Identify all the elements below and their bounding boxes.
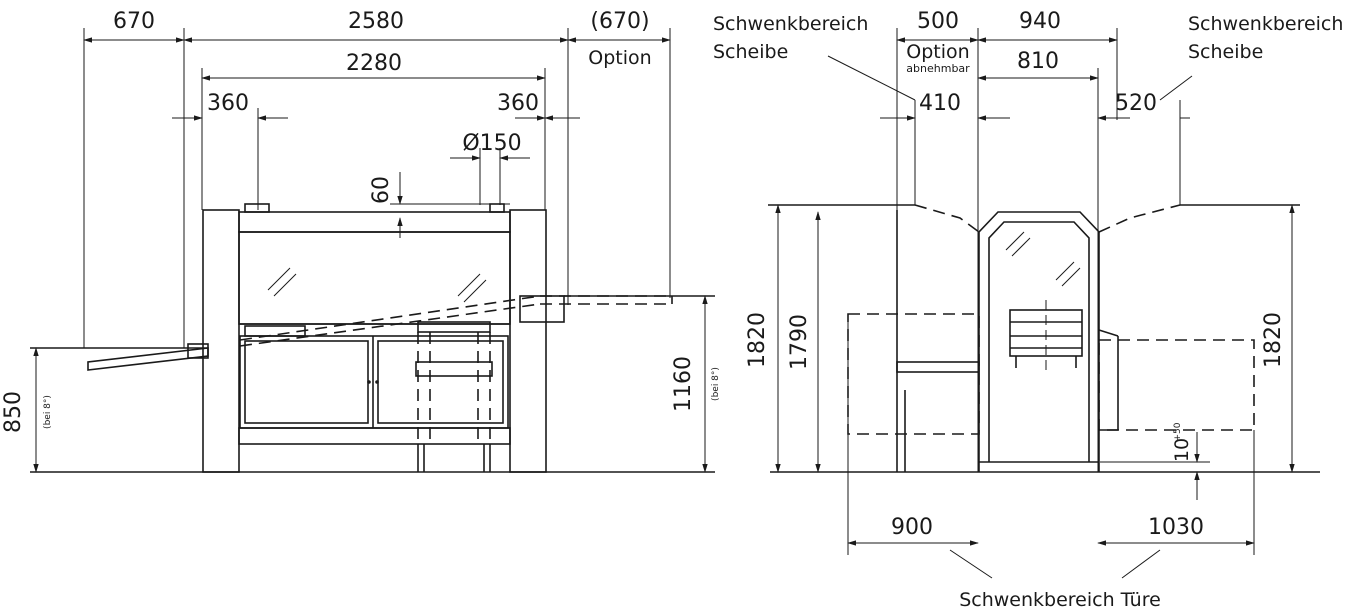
dim-810: 810 — [1017, 49, 1059, 74]
dim-10-tolerance: +50 — [1173, 422, 1183, 441]
dim-940: 940 — [1019, 9, 1061, 34]
dim-1820-left: 1820 — [745, 312, 770, 368]
dim-850: 850 — [1, 391, 26, 433]
swing-disc-left-line1: Schwenkbereich — [713, 13, 868, 35]
dim-60: 60 — [369, 176, 394, 204]
dim-520: 520 — [1115, 91, 1157, 116]
dim-670-right: (670) — [590, 9, 649, 34]
dim-1820-right: 1820 — [1261, 312, 1286, 368]
dim-360-right: 360 — [497, 91, 539, 116]
dim-850-note: (bei 8°) — [43, 395, 53, 429]
dim-10: 10 — [1171, 438, 1193, 462]
option-note: Option — [906, 41, 969, 63]
swing-disc-left-line2: Scheibe — [713, 41, 788, 63]
option-label: Option — [588, 47, 651, 69]
side-view: Schwenkbereich Scheibe Schwenkbereich Sc… — [713, 9, 1343, 611]
dim-1160-note: (bei 8°) — [711, 367, 721, 401]
dim-2280: 2280 — [346, 51, 402, 76]
dim-diameter-150: Ø150 — [462, 131, 521, 156]
dim-670-left: 670 — [113, 9, 155, 34]
dim-1790: 1790 — [787, 314, 812, 370]
removable-note: abnehmbar — [906, 62, 970, 75]
dim-410: 410 — [919, 91, 961, 116]
dim-1160: 1160 — [671, 356, 696, 412]
swing-disc-right-line1: Schwenkbereich — [1188, 13, 1343, 35]
dim-500: 500 — [917, 9, 959, 34]
dim-360-left: 360 — [207, 91, 249, 116]
dim-2580: 2580 — [348, 9, 404, 34]
swing-disc-right-line2: Scheibe — [1188, 41, 1263, 63]
swing-door-label: Schwenkbereich Türe — [959, 589, 1161, 611]
dim-1030: 1030 — [1148, 515, 1204, 540]
front-view: 670 2580 (670) Option 2280 360 360 Ø150 … — [1, 9, 721, 473]
dim-900: 900 — [891, 515, 933, 540]
